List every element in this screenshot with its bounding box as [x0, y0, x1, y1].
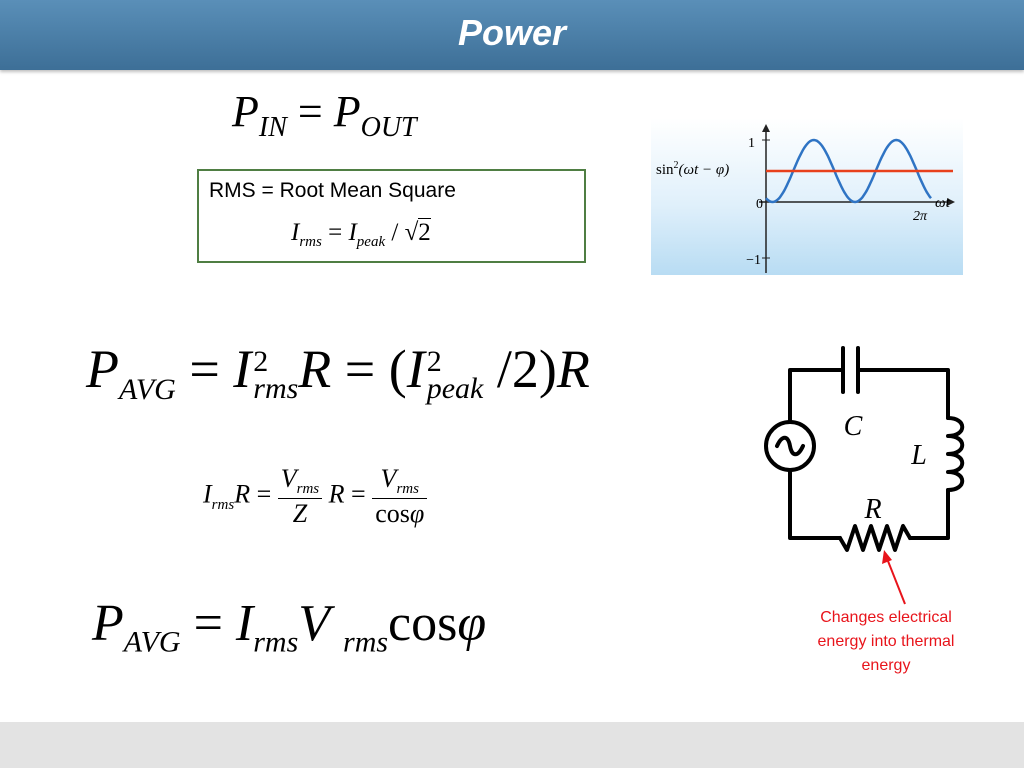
eq-slash: /	[496, 339, 512, 399]
inductor-label: L	[910, 440, 927, 471]
wire-bottom-left	[788, 468, 842, 540]
annotation-line: Changes electrical	[820, 609, 952, 626]
graph-background	[651, 118, 963, 275]
arrow-head	[882, 550, 892, 564]
eq-symbol: V	[280, 464, 297, 493]
eq-symbol: Z	[292, 499, 308, 529]
eq-subscript: rms	[343, 625, 389, 659]
eq-symbol: I	[233, 339, 252, 399]
eq-subscript: rms	[299, 234, 322, 250]
eq-symbol: I	[291, 219, 300, 246]
eq-subscript: AVG	[119, 372, 176, 406]
eq-superscript: 2	[253, 344, 269, 378]
eq-equals: =	[351, 479, 366, 509]
fraction-vrms-over-cos: Vrms cosφ	[372, 464, 428, 529]
rms-definition-text: RMS = Root Mean Square	[209, 179, 456, 202]
resistor-annotation: Changes electrical energy into thermal e…	[786, 606, 986, 678]
equation-pin-pout: PIN = POUT	[232, 86, 417, 144]
eq-symbol: I	[235, 595, 254, 652]
eq-subscript: rms	[296, 481, 320, 498]
inductor-coil	[946, 416, 965, 492]
eq-superscript: 2	[426, 344, 442, 378]
eq-equals: =	[256, 479, 272, 509]
x-axis-arrow	[947, 198, 955, 206]
y-axis-arrow	[762, 124, 770, 132]
eq-subscript: OUT	[360, 111, 417, 143]
equation-pavg-power-factor: PAVG = IrmsV rmscosφ	[92, 594, 486, 659]
eq-number: 2	[511, 339, 539, 399]
eq-symbol: φ	[457, 595, 487, 652]
ac-source-circle	[764, 420, 816, 472]
tick-label-minus-1: −1	[746, 253, 761, 268]
arrow-line	[885, 555, 906, 605]
fraction-vrms-over-z: Vrms Z	[277, 464, 323, 529]
tick-label-1: 1	[748, 136, 755, 151]
footer-bar	[0, 722, 1024, 768]
sin-squared-waveform-graph: 1 0 −1 2π ωt sin2(ωt − φ)	[651, 118, 963, 275]
eq-subscript: rms	[396, 481, 419, 498]
annotation-line: energy into thermal	[817, 633, 955, 650]
eq-symbol: V	[298, 595, 331, 652]
eq-symbol: I	[348, 219, 357, 246]
tick-label-0: 0	[756, 197, 763, 212]
x-end-label: 2π	[913, 209, 928, 224]
eq-symbol: I	[406, 339, 425, 399]
eq-symbol: R	[556, 339, 590, 399]
eq-equals: =	[189, 339, 220, 399]
eq-symbol: P	[232, 87, 259, 136]
eq-symbol: R	[328, 479, 345, 509]
eq-subscript: rms	[253, 625, 299, 659]
equation-irms-r: IrmsR = Vrms Z R = Vrms cosφ	[203, 464, 428, 529]
eq-equals: =	[297, 87, 323, 136]
eq-paren: (	[388, 339, 407, 399]
eq-function: cos	[388, 595, 458, 652]
sqrt-symbol: √	[404, 219, 419, 246]
eq-number: 2	[418, 218, 431, 246]
eq-symbol: I	[203, 479, 212, 509]
annotation-line: energy	[861, 657, 911, 674]
capacitor-label: C	[844, 411, 863, 442]
eq-paren: )	[538, 339, 557, 399]
eq-function: cos	[375, 499, 410, 529]
eq-subscript: rms	[211, 496, 235, 513]
eq-symbol: R	[234, 479, 251, 509]
wire-top-right	[856, 368, 950, 420]
eq-symbol: R	[298, 339, 332, 399]
eq-subscript: IN	[258, 111, 287, 143]
eq-symbol: P	[333, 87, 361, 136]
rlc-circuit-diagram: C L R	[764, 346, 965, 552]
eq-subscript: AVG	[123, 625, 181, 659]
resistor-zigzag	[838, 524, 912, 552]
resistor-label: R	[863, 494, 881, 525]
eq-slash: /	[391, 219, 399, 246]
eq-subscript: rms	[253, 371, 299, 405]
y-function-label: sin2(ωt − φ)	[656, 160, 729, 178]
slide-title: Power	[457, 12, 567, 53]
rms-formula: Irms = Ipeak / √2	[291, 218, 431, 251]
wire-top-left	[788, 368, 845, 424]
eq-equals: =	[344, 339, 376, 399]
x-axis-label: ωt	[935, 195, 951, 211]
eq-equals: =	[193, 595, 223, 652]
eq-symbol: V	[380, 464, 397, 493]
eq-subscript: peak	[426, 371, 484, 405]
eq-subscript: peak	[356, 234, 386, 250]
title-bar: Power	[0, 0, 1024, 70]
annotation-arrow	[882, 550, 906, 605]
eq-symbol: P	[92, 595, 124, 652]
ac-source-wave	[775, 435, 805, 457]
eq-symbol: φ	[409, 499, 425, 529]
eq-equals: =	[328, 219, 343, 246]
wire-bottom-right	[908, 488, 950, 540]
rms-definition-box: RMS = Root Mean Square Irms = Ipeak / √2	[197, 169, 586, 263]
eq-symbol: P	[86, 339, 119, 399]
